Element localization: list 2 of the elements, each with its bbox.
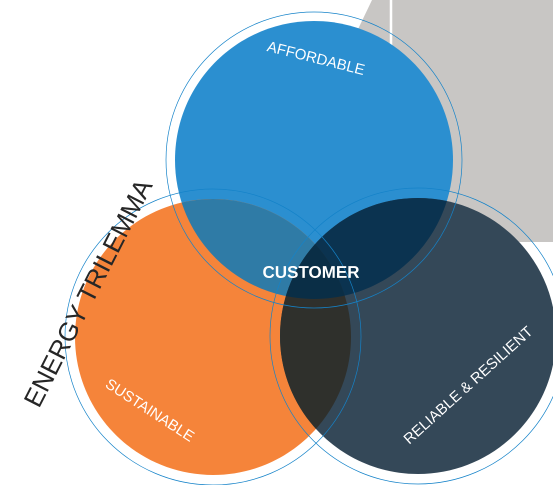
center-label: CUSTOMER xyxy=(263,266,360,278)
circle-outline xyxy=(166,12,462,308)
